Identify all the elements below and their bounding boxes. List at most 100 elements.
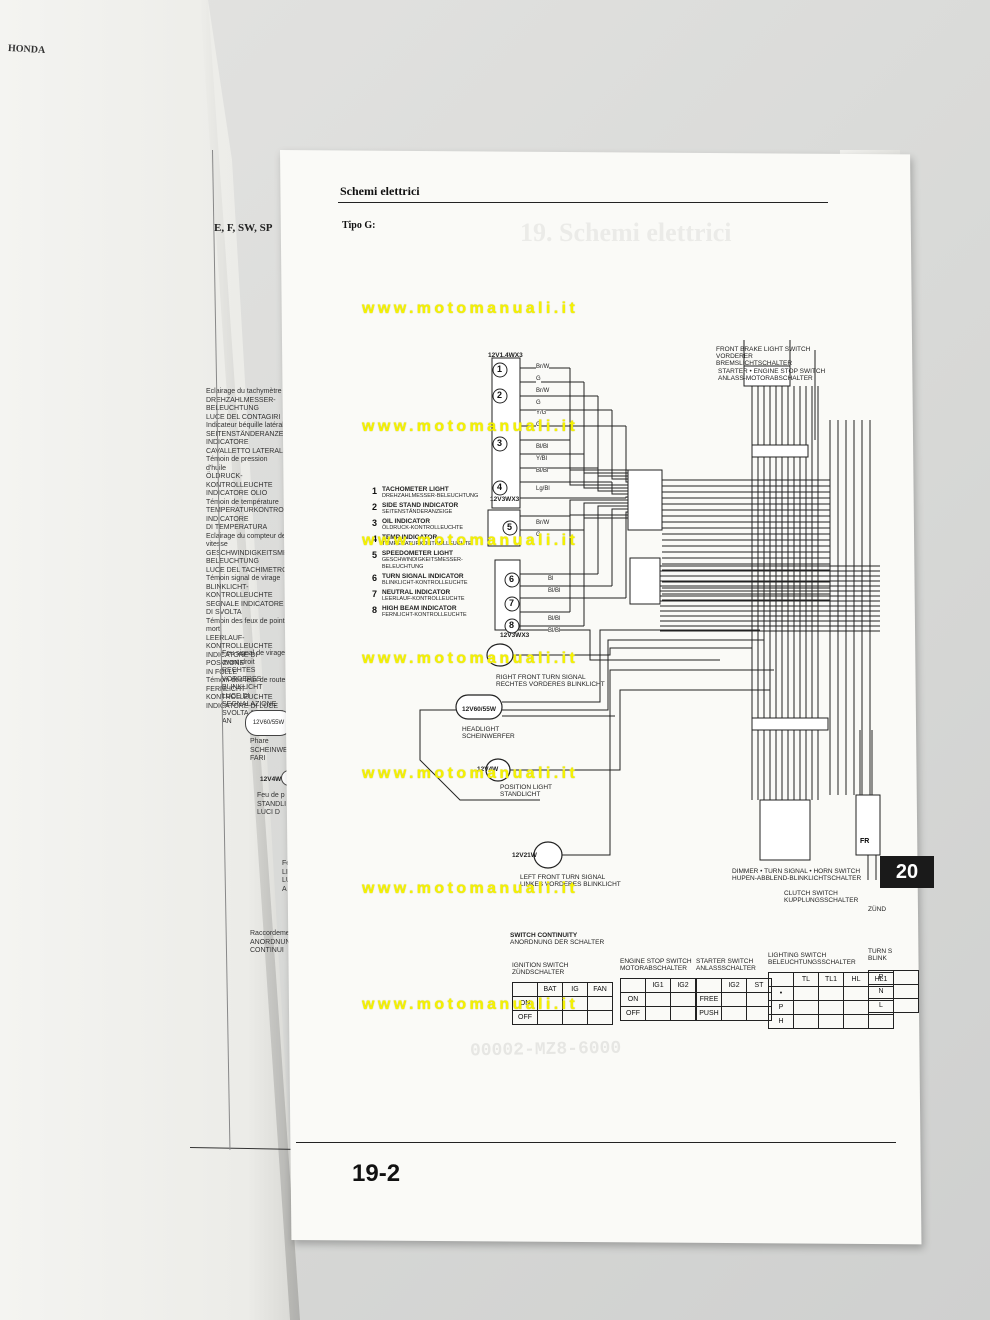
left-legend-line: Eclairage du tachymètre [206,388,282,395]
switch-table-row-label: L [868,998,894,1013]
left-legend-line: INDICATORE [206,515,249,523]
watermark-5: www.motomanuali.it [362,765,579,782]
legend-en: SIDE STAND INDICATOR [382,502,459,509]
switch-table-cell [818,1014,844,1029]
wire-code-label: Lg/Bl [536,486,550,493]
switch-table-cell [645,1006,671,1021]
wire-code-label: Y/G [536,410,547,417]
legend-en: NEUTRAL INDICATOR [382,589,451,596]
legend-number: 8 [372,605,378,615]
legend-de: FERNLICHT-KONTROLLEUCHTE [382,612,467,618]
left-legend-line: DI TEMPERATURA [206,524,268,531]
switch-table-cell [868,1014,894,1029]
watermark-4: www.motomanuali.it [362,650,579,667]
ghost-heading: 19. Schemi elettrici [520,218,732,247]
left-position-line: LUCI D [257,809,280,816]
legend-de: BLINKLICHT-KONTROLLEUCHTE [382,580,468,586]
switch-table-row-label: • [768,986,794,1001]
connector-a [627,469,663,531]
indicator-bulb-circle [492,362,508,378]
switch-table-cell [670,1006,696,1021]
indicator-number: 7 [509,598,515,608]
switch-table-cell [721,1006,747,1021]
switch-table-cell [670,992,696,1007]
switch-table-header: TL1 [818,972,844,987]
watermark-6: www.motomanuali.it [362,880,579,897]
switch-table-row-label: PUSH [696,1006,722,1021]
left-legend-line: BELEUCHTUNG [206,558,259,565]
zund-label: ZÜND [868,906,887,913]
wire-code-label: Bl [548,576,554,583]
legend-en: SPEEDOMETER LIGHT [381,550,453,557]
switch-table-header: TL [793,972,819,987]
left-legend-line: BLINKLICHT-KONTROLLEUCHTE [206,583,273,600]
wire-code-label: Br/W [536,520,550,527]
left-legend-line: DI SVOLTA [206,609,242,616]
left-legend-line: SEGNALE INDICATORE [206,600,284,608]
left-headlight-line: SCHEINWERFER [250,746,307,754]
legend-de: GESCHWINDIGKEITSMESSER-BELEUCHTUNG [381,557,463,570]
wire-code-label: Y/Bl [536,456,548,463]
indicator-bulb-circle [492,436,508,452]
fr-label: FR [860,838,870,845]
switch-table-cell [793,1000,819,1015]
position-bulb-label: 12V4W [477,766,499,773]
indicator-bulb-circle [504,572,520,588]
legend-de: TEMPERATURKONTROLLEUCHTE [382,541,472,547]
wire-code-label: Bl/Bl [536,444,549,451]
indicator-bulb-circle [492,480,508,496]
section-title: Schemi elettrici [340,184,420,198]
switch-table-header [620,978,646,993]
left-legend-line: BELEUCHTUNG [206,405,259,412]
left-turn-line: RECHTES VORDERES BLINKLICHT [222,667,263,691]
legend-en: TACHOMETER LIGHT [382,486,449,493]
left-legend-line: Témoin signal de virage [206,575,281,582]
page-number: 19-2 [352,1160,401,1187]
switch-table-header: IG1 [645,978,671,993]
indicator-number: 1 [497,364,503,374]
junction-strip-top [751,444,809,458]
left-turn-line: Feu signal de virage avant droit [222,650,286,666]
switch-table-header: IG [562,982,588,997]
left-legend-line: INDICATORE DI LUCE [206,702,279,710]
switch-table-cell [893,970,919,985]
switch-table-cell [645,992,671,1007]
switch-table-cell [843,986,869,1001]
indicator-number: 4 [497,482,503,492]
switch-table-row-label: OFF [620,1006,646,1021]
legend-number: 2 [372,502,378,512]
switch-table-row-label: FREE [696,992,722,1007]
left-turn-signal-lamp-icon [533,841,563,869]
left-connector-line: Raccordement [250,930,296,937]
indicator-number: 2 [497,390,503,400]
wiring-diagram [419,340,881,880]
left-legend-line: TEMPERATURKONTROLLEUCHTE [206,507,321,514]
left-headlight-bulb: 12V60/55W [245,710,292,736]
legend-number: 7 [372,589,378,599]
left-turn-line: LUCE DI SEGNALAZIONE [222,692,277,709]
watermark-3: www.motomanuali.it [362,532,579,549]
left-legend-line: GESCHWINDIGKEITSMESSER- [206,549,310,557]
switch-table-header: BAT [537,982,563,997]
left-legend-line: Témoin des feux de point mort [206,617,285,634]
switch-table-header [696,978,722,993]
